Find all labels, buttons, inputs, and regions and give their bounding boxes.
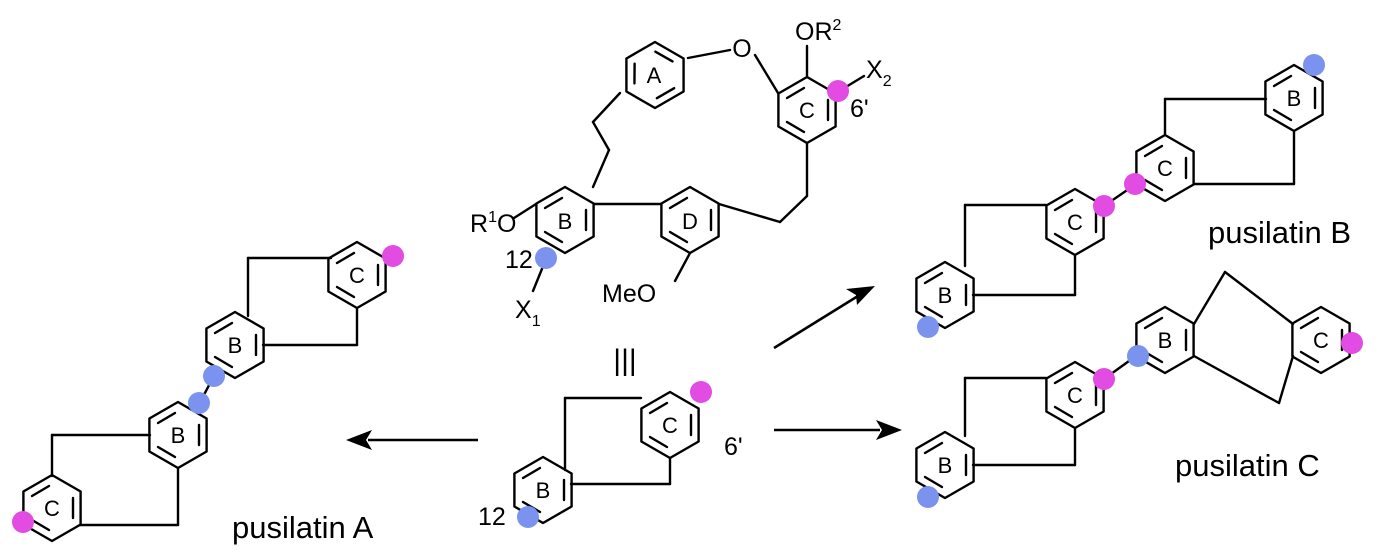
site-6prime-dot-b-lower: [1093, 195, 1115, 217]
ring-label-b-lower-a: B: [171, 423, 186, 448]
position-12-label-scaffold: 12: [478, 503, 506, 531]
ring-label-b-upper-a: B: [228, 333, 243, 358]
site-12-dot-c-upper: [1127, 345, 1149, 367]
pusilatin-c-structure: B C C B: [915, 270, 1363, 508]
ring-label-c-lower-pc: C: [1067, 383, 1083, 408]
pusilatin-a-structure: C B B C: [12, 240, 404, 543]
site-6prime-dot-a-lower: [12, 511, 34, 533]
simplified-scaffold: C B 6' 12: [478, 381, 743, 531]
pusilatin-a-label: pusilatin A: [232, 510, 374, 545]
ring-label-b-upper-pc: B: [1158, 328, 1173, 353]
x2-label: X2: [866, 56, 892, 90]
ring-label-b-center: B: [558, 209, 573, 234]
or2-label: OR2: [795, 17, 842, 46]
ring-label-b-scaffold: B: [536, 478, 551, 503]
site-12-dot-macrocycle: [535, 247, 557, 269]
ring-label-c-lower-pb: C: [1067, 210, 1083, 235]
position-12-label-top: 12: [505, 246, 533, 274]
x1-label: X1: [515, 296, 541, 330]
site-12-dot-a-upper: [203, 365, 225, 387]
arrow-to-pusilatin-c: [774, 420, 902, 440]
ring-label-c-lower-a: C: [44, 496, 60, 521]
pusilatin-b-structure: B C C B: [915, 54, 1325, 338]
position-6prime-label-scaffold: 6': [724, 433, 743, 461]
pusilatin-c-label: pusilatin C: [1175, 448, 1320, 483]
r1o-label: R1O: [470, 209, 516, 238]
ring-label-b-lower-pb: B: [938, 283, 953, 308]
ring-label-c-upper-pc: C: [1313, 328, 1329, 353]
ring-label-b-lower-pc: B: [938, 453, 953, 478]
ring-label-c-upper-pb: C: [1157, 156, 1173, 181]
site-12-dot-a-lower: [188, 392, 210, 414]
site-6prime-dot-a-upper: [382, 245, 404, 267]
site-6prime-dot-macrocycle: [827, 80, 849, 102]
site-6prime-dot-c-upper: [1341, 332, 1363, 354]
site-12-dot-b-upper: [1303, 54, 1325, 76]
ring-label-c-top: C: [799, 98, 815, 123]
macrocycle-structure: A C B D O OR2 X2 6' R1O 12 X1 MeO: [470, 17, 892, 330]
site-12-dot-c-lower: [917, 486, 939, 508]
position-6prime-label-top: 6': [850, 95, 869, 123]
ring-label-b-upper-pb: B: [1287, 86, 1302, 111]
arrow-to-pusilatin-b: [773, 286, 875, 350]
ring-label-d: D: [682, 209, 698, 234]
ring-label-a: A: [647, 63, 662, 88]
arrow-to-pusilatin-a: [346, 430, 478, 450]
ring-label-c-upper-a: C: [349, 263, 365, 288]
equivalence-symbol: |||: [613, 344, 636, 377]
site-6prime-dot-c-lower: [1093, 368, 1115, 390]
site-6prime-dot-scaffold: [690, 381, 712, 403]
ring-label-c-scaffold: C: [662, 413, 678, 438]
site-6prime-dot-b-upper: [1124, 173, 1146, 195]
site-12-dot-b-lower: [917, 316, 939, 338]
ether-oxygen-label: O: [732, 35, 751, 63]
pusilatin-b-label: pusilatin B: [1208, 215, 1351, 250]
meo-label: MeO: [602, 280, 656, 308]
site-12-dot-scaffold: [517, 506, 539, 528]
